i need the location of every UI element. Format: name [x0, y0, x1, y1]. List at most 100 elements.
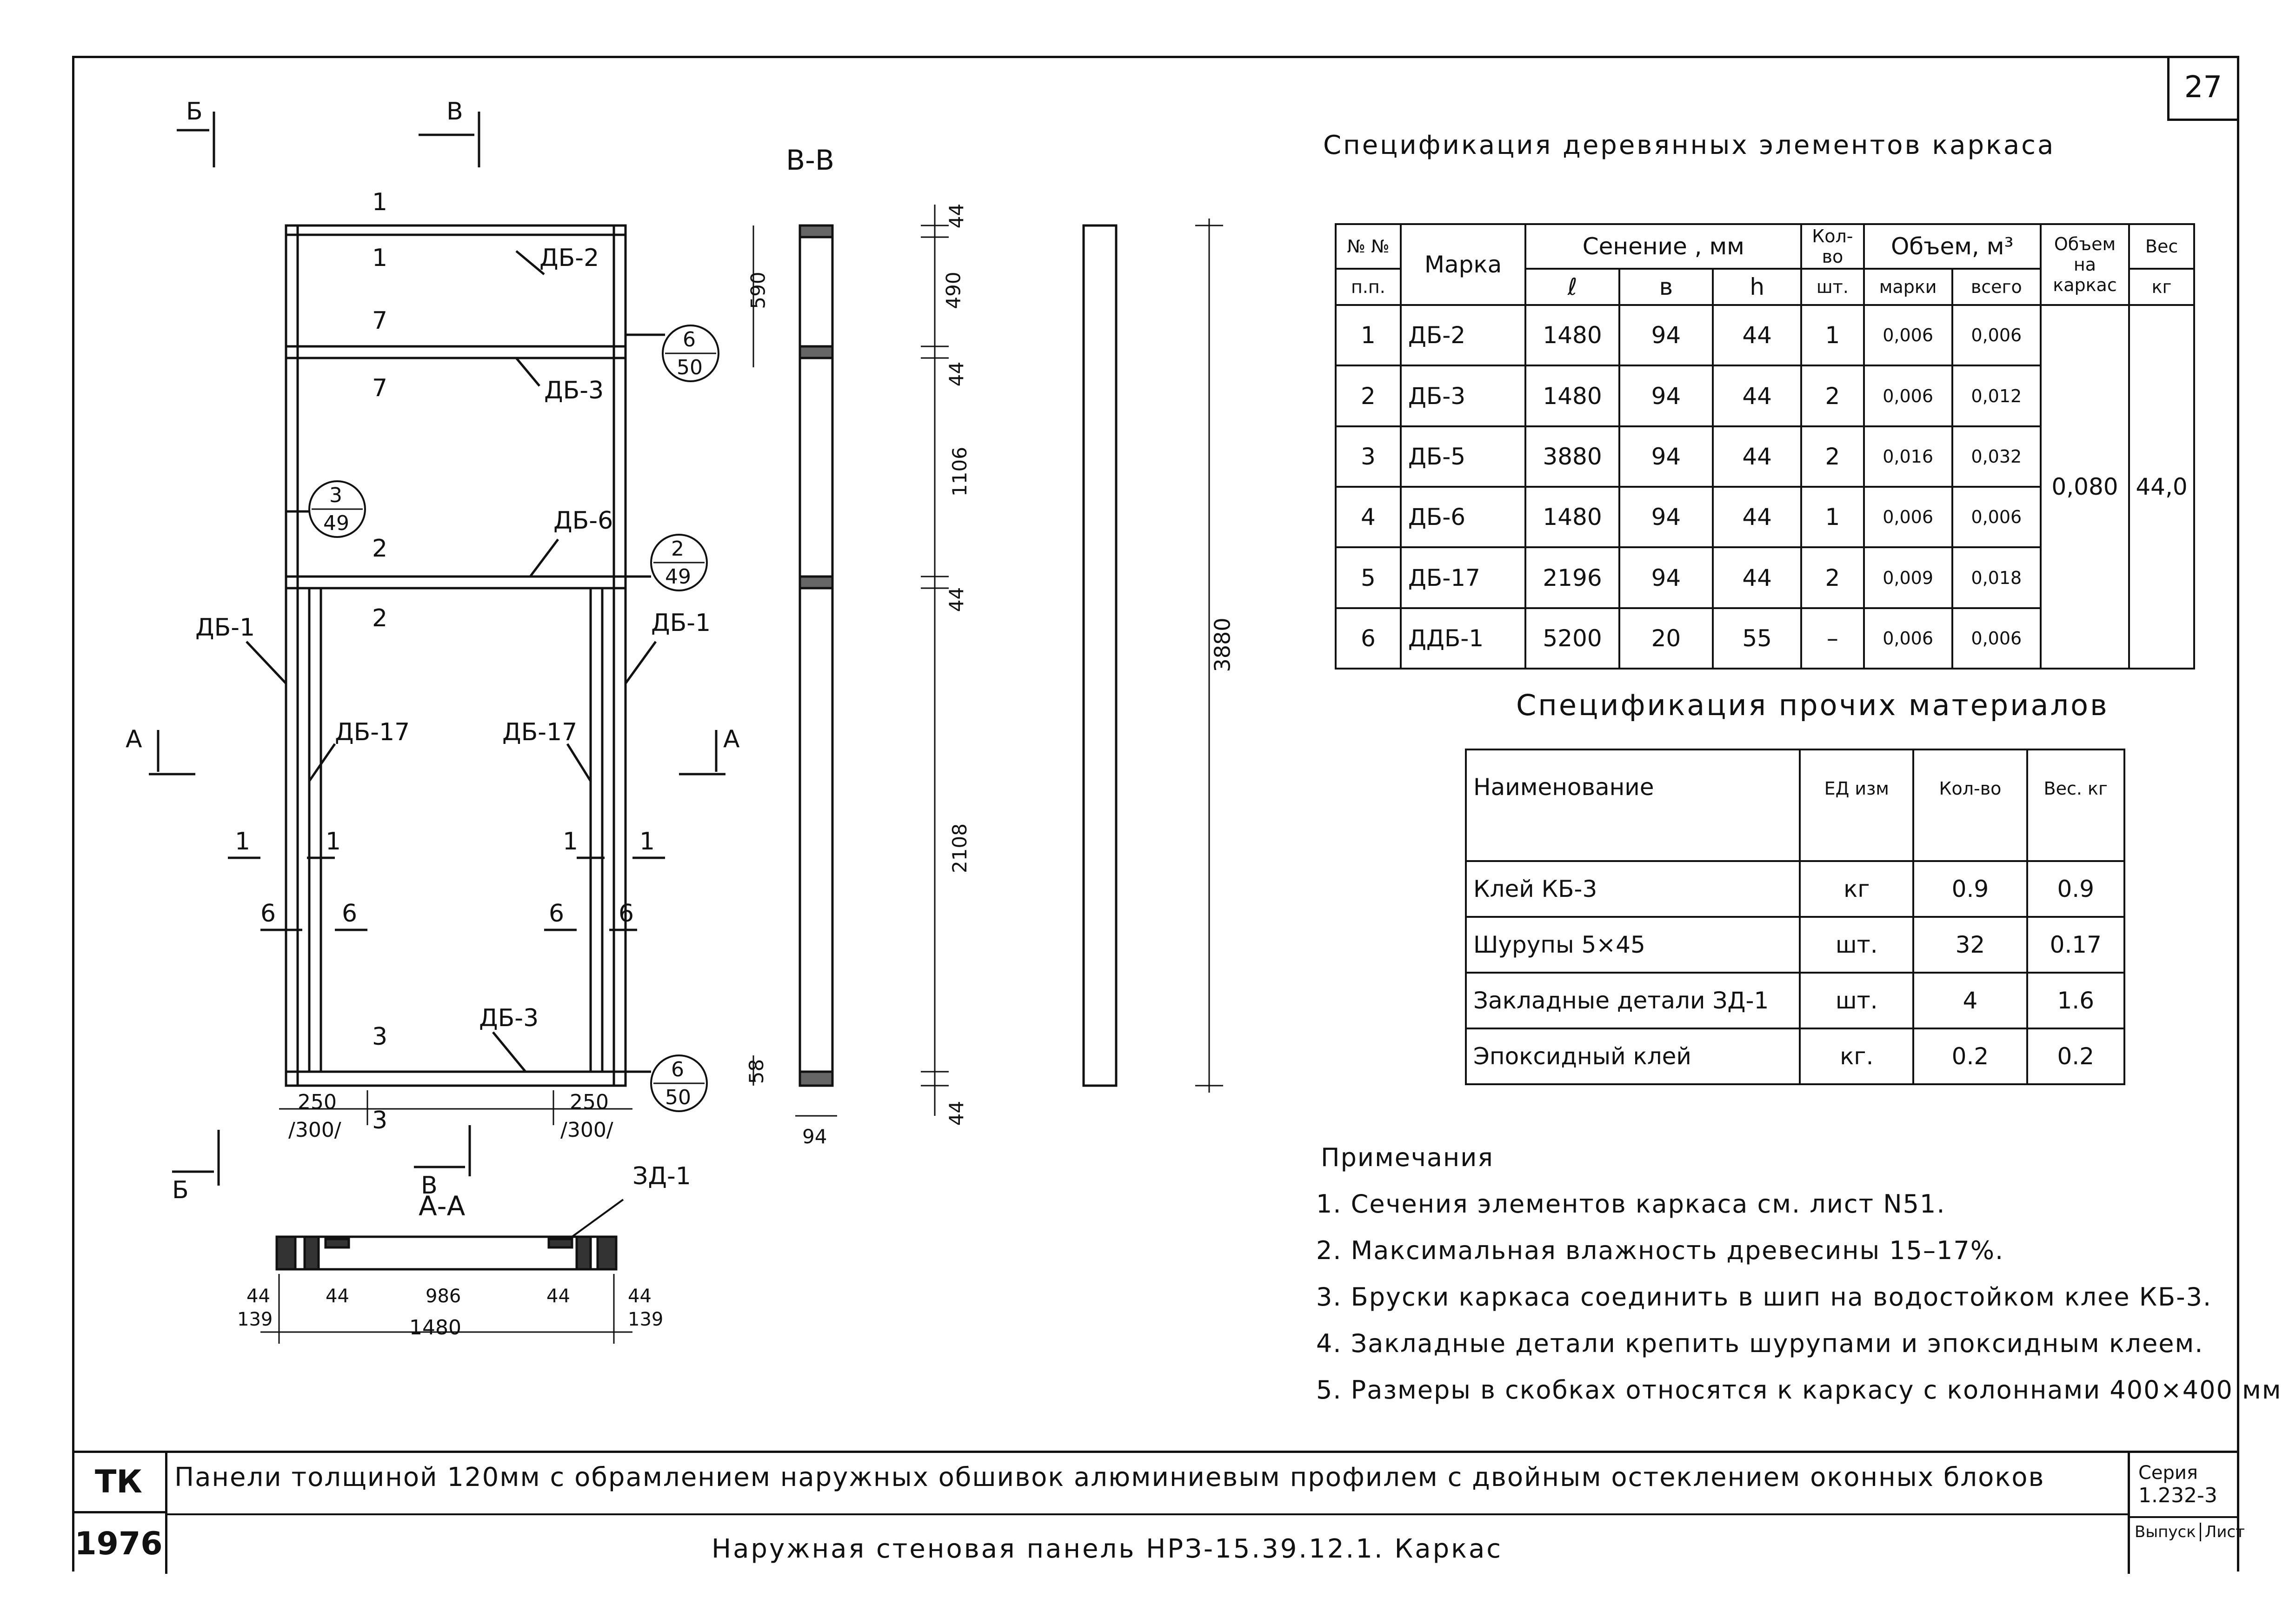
- tb-year: 1976: [72, 1513, 167, 1574]
- dim-vv: 58: [745, 1059, 768, 1084]
- element-db3-bottom: ДБ-3: [479, 1004, 539, 1032]
- hdr-weight: Вес: [2128, 223, 2195, 270]
- element-db17-right: ДБ-17: [502, 718, 578, 746]
- hdr-unit: ЕД изм: [1799, 749, 1915, 862]
- cell-vm: 0,006: [1863, 486, 1953, 549]
- note-item: 4. Закладные детали крепить шурупами и э…: [1316, 1329, 2204, 1358]
- cell-qty: 2: [1800, 425, 1865, 488]
- hdr-qty: Кол-во: [1912, 749, 2028, 862]
- dim-vv: 2108: [948, 823, 971, 873]
- cell-unit: кг: [1799, 860, 1915, 918]
- cell-n: 2: [1335, 365, 1402, 427]
- section-vv-label: В-В: [786, 144, 834, 177]
- callout-1-bottom: 50: [677, 356, 703, 379]
- cell-mark: ДБ-6: [1399, 486, 1527, 549]
- cell-n: 1: [1335, 304, 1402, 367]
- section-mark: 3: [372, 1023, 388, 1051]
- element-zd1: ЗД-1: [632, 1162, 691, 1190]
- dim-vv: 94: [802, 1125, 827, 1148]
- hdr-qty: Кол-во: [1800, 223, 1865, 270]
- dim-vv: 44: [945, 361, 968, 387]
- section-aa-label: А-А: [419, 1190, 466, 1222]
- cell-b: 94: [1618, 365, 1714, 427]
- element-db17-left: ДБ-17: [335, 718, 410, 746]
- tb-series-label: Серия: [2138, 1462, 2198, 1484]
- drawing-frame: [72, 56, 2239, 1571]
- dim-aa: 139: [628, 1309, 664, 1330]
- section-mark: 6: [549, 900, 565, 928]
- cell-qty: –: [1800, 607, 1865, 670]
- hdr-mark: Марка: [1399, 223, 1527, 306]
- hdr-volume: Объем, м³: [1863, 223, 2042, 270]
- hdr-vol-frame: Объем на каркас: [2039, 223, 2130, 306]
- callout-2-bottom: 49: [323, 511, 349, 535]
- cell-name: Закладные детали ЗД-1: [1464, 972, 1801, 1029]
- tb-sheet-label: Лист: [2199, 1523, 2245, 1541]
- marker-b-bottom: Б: [172, 1176, 189, 1204]
- cell-qty: 2: [1800, 365, 1865, 427]
- dim-aa: 139: [237, 1309, 273, 1330]
- cell-name: Эпоксидный клей: [1464, 1028, 1801, 1085]
- hdr-qty2: шт.: [1800, 267, 1865, 306]
- cell-vm: 0,006: [1863, 365, 1953, 427]
- cell-mark: ДБ-2: [1399, 304, 1527, 367]
- dim-total: 3880: [1210, 617, 1235, 672]
- cell-h: 55: [1712, 607, 1803, 670]
- cell-qty: 2: [1800, 546, 1865, 609]
- section-mark: 1: [372, 244, 388, 272]
- callout-4-bottom: 50: [665, 1086, 691, 1109]
- section-mark: 6: [342, 900, 358, 928]
- callout-2-top: 3: [329, 484, 342, 507]
- dim-vv: 44: [945, 203, 968, 229]
- section-mark: 6: [619, 900, 634, 928]
- dim-vv: 590: [746, 272, 770, 309]
- cell-mark: ДДБ-1: [1399, 607, 1527, 670]
- cell-vt: 0,006: [1951, 304, 2042, 367]
- cell-b: 94: [1618, 304, 1714, 367]
- notes-title: Примечания: [1321, 1143, 1494, 1172]
- hdr-vol-total: всего: [1951, 267, 2042, 306]
- callout-4-top: 6: [671, 1058, 684, 1081]
- tb-subtitle: Наружная стеновая панель НРЗ-15.39.12.1.…: [167, 1513, 2128, 1574]
- cell-l: 1480: [1524, 486, 1620, 549]
- section-mark: 7: [372, 307, 388, 335]
- sheet-number: 27: [2167, 56, 2239, 121]
- cell-qty: 4: [1912, 972, 2028, 1029]
- hdr-section: Сенение , мм: [1524, 223, 1803, 270]
- title-block: ТК 1976 Панели толщиной 120мм с обрамлен…: [72, 1451, 2245, 1574]
- hdr-b: в: [1618, 267, 1714, 306]
- cell-weight: 0.2: [2026, 1028, 2126, 1085]
- section-mark: 1: [326, 828, 341, 855]
- cell-unit: шт.: [1799, 972, 1915, 1029]
- hdr-vol-mark: марки: [1863, 267, 1953, 306]
- marker-v-top: В: [446, 98, 463, 126]
- note-item: 3. Бруски каркаса соединить в шип на вод…: [1316, 1282, 2212, 1312]
- cell-n: 5: [1335, 546, 1402, 609]
- dim-vv: 44: [945, 587, 968, 612]
- cell-qty: 0.9: [1912, 860, 2028, 918]
- element-db6: ДБ-6: [553, 507, 613, 535]
- cell-b: 20: [1618, 607, 1714, 670]
- marker-a-left: А: [126, 725, 142, 753]
- hdr-weight: Вес. кг: [2026, 749, 2126, 862]
- cell-frame-weight: 44,0: [2128, 304, 2195, 670]
- cell-h: 44: [1712, 304, 1803, 367]
- cell-name: Шурупы 5×45: [1464, 916, 1801, 974]
- cell-weight: 0.17: [2026, 916, 2126, 974]
- cell-mark: ДБ-3: [1399, 365, 1527, 427]
- notes-block: Примечания 1. Сечения элементов каркаса …: [1316, 1134, 2282, 1413]
- dim-aa: 44: [246, 1286, 270, 1307]
- element-db2: ДБ-2: [539, 244, 599, 272]
- cell-b: 94: [1618, 486, 1714, 549]
- cell-l: 5200: [1524, 607, 1620, 670]
- element-db1-left: ДБ-1: [195, 614, 255, 642]
- cell-n: 4: [1335, 486, 1402, 549]
- dim-vv: 44: [945, 1101, 968, 1126]
- dim-aa: 44: [546, 1286, 570, 1307]
- cell-b: 94: [1618, 546, 1714, 609]
- cell-vm: 0,009: [1863, 546, 1953, 609]
